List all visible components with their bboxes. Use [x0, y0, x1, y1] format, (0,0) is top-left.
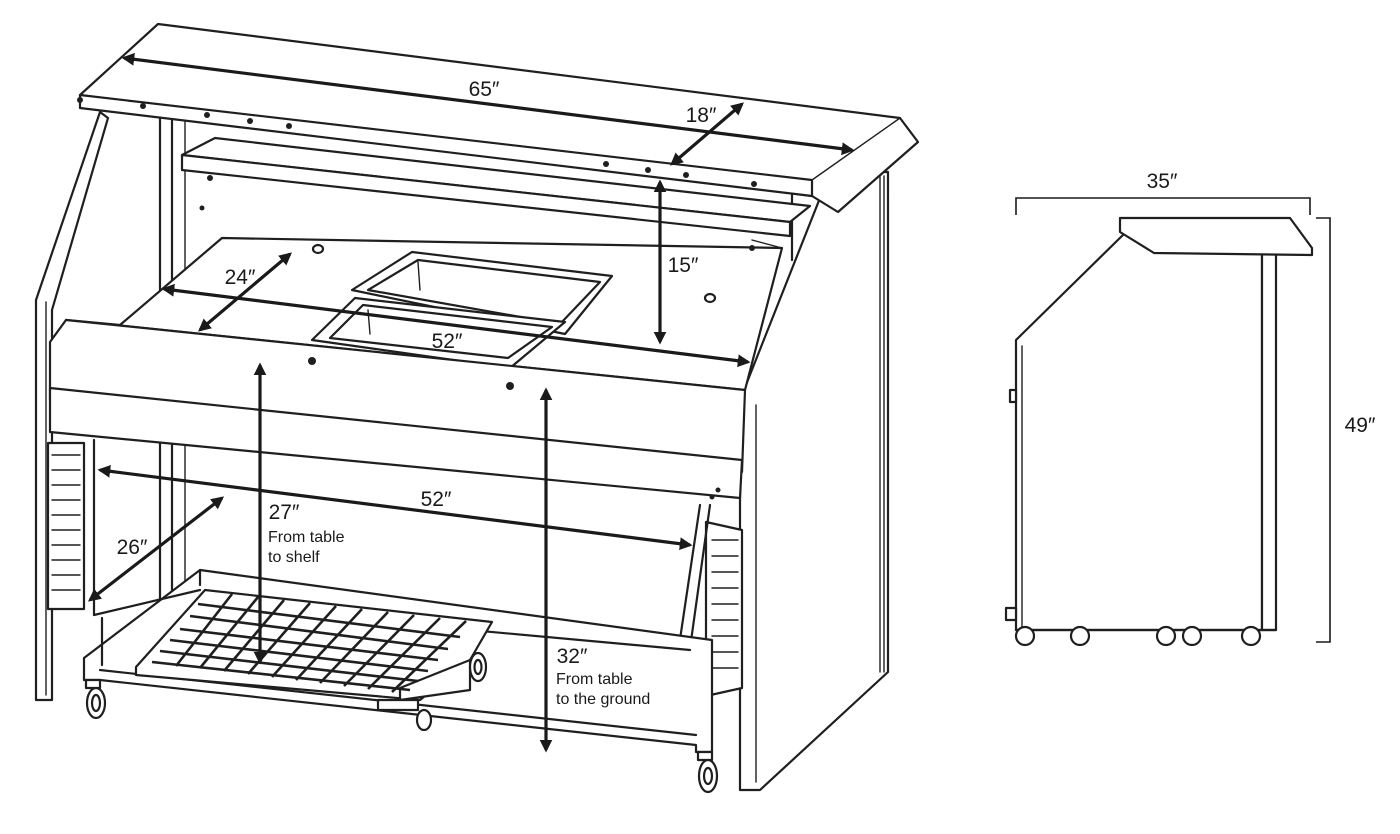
front-perspective-view: 65″ 18″ 15″ 24″ 52″ 27″ From table to sh…: [34, 22, 920, 794]
left-end-panel: [34, 110, 110, 702]
table-to-shelf-note-line2: to shelf: [268, 549, 320, 566]
side-depth-label: 35″: [1147, 170, 1178, 193]
table-to-shelf-label: 27″: [269, 501, 300, 524]
side-view-body: [1014, 230, 1264, 632]
front-dimension-arrows: [87, 52, 855, 753]
table-to-ground-note-line1: From table: [556, 671, 633, 688]
casters: [84, 651, 719, 794]
lower-width-label: 52″: [421, 488, 452, 511]
shelf-depth-label: 26″: [117, 536, 148, 559]
side-height-label: 49″: [1345, 414, 1376, 437]
counter-width-label: 52″: [432, 330, 463, 353]
counter-depth-label: 24″: [225, 266, 256, 289]
top-depth-label: 18″: [686, 104, 717, 127]
side-view: 35″ 49″: [1004, 170, 1376, 647]
table-to-shelf-note-line1: From table: [268, 529, 345, 546]
top-width-label: 65″: [469, 78, 500, 101]
left-vent-panel: [46, 438, 96, 617]
side-view-canopy: [1118, 216, 1314, 257]
table-to-ground-label: 32″: [557, 645, 588, 668]
table-to-ground-note-line2: to the ground: [556, 691, 650, 708]
counter-height-label: 15″: [668, 254, 699, 277]
wire-shelf: [134, 588, 494, 702]
